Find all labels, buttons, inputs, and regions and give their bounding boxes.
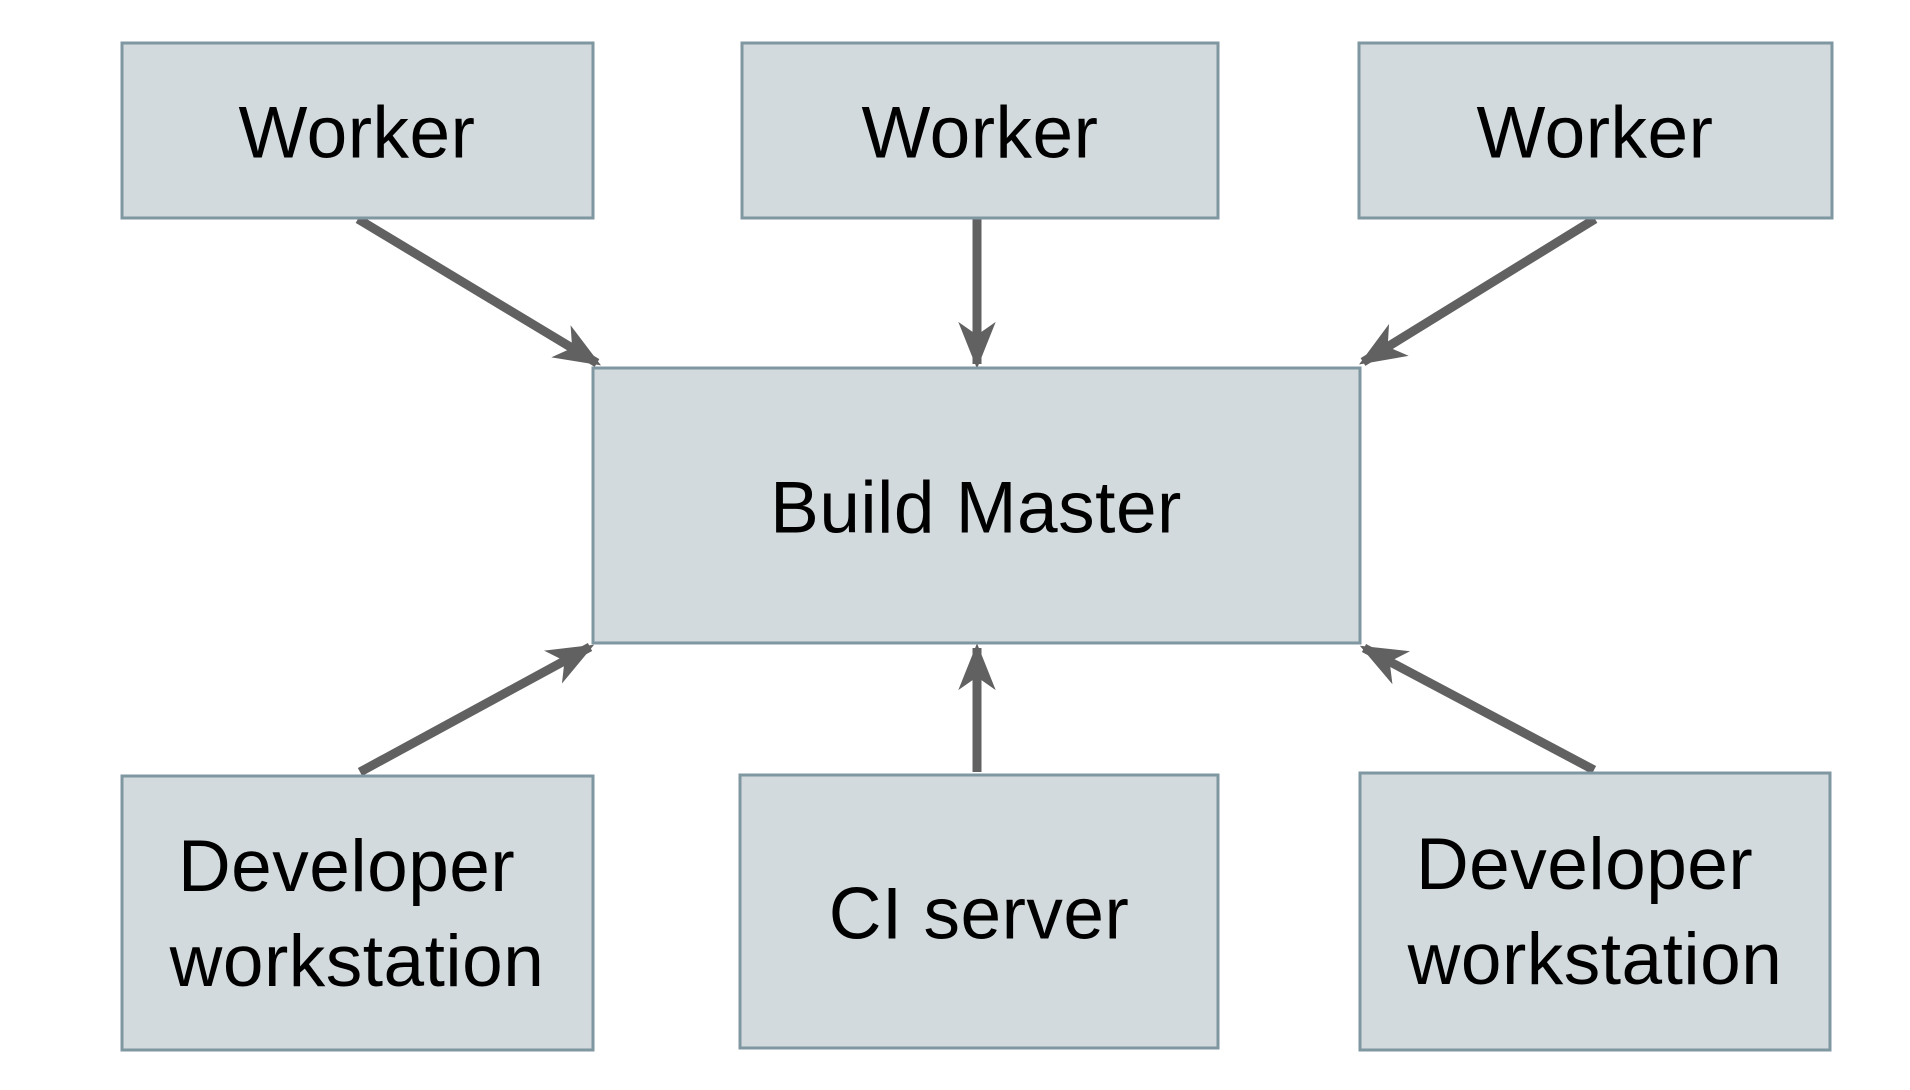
node-developer-workstation-left: Developer workstation <box>120 774 595 1052</box>
node-developer-workstation-right: Developer workstation <box>1358 771 1832 1052</box>
node-developer-workstation-right-box <box>1358 771 1832 1052</box>
node-worker-3-box <box>1357 41 1834 220</box>
node-worker-3-label: Worker <box>1477 93 1714 174</box>
node-developer-workstation-right-label: Developer workstation <box>1407 824 1783 1000</box>
node-worker-1-label: Worker <box>239 93 476 174</box>
label-line-1: Developer <box>178 826 515 907</box>
node-ci-server-box <box>738 773 1220 1050</box>
node-worker-2: Worker <box>740 41 1220 220</box>
node-worker-1-box <box>120 41 595 220</box>
node-ci-server-label: CI server <box>829 874 1130 955</box>
node-build-master-box <box>591 366 1362 645</box>
node-worker-2-label: Worker <box>862 93 1099 174</box>
label-line-2: workstation <box>1407 919 1783 1000</box>
node-build-master: Build Master <box>591 366 1362 645</box>
node-developer-workstation-left-label: Developer workstation <box>169 826 545 1002</box>
edge-developer-workstation-left-to-build-master <box>357 643 595 776</box>
node-ci-server: CI server <box>738 773 1220 1050</box>
node-worker-3: Worker <box>1357 41 1834 220</box>
node-worker-2-box <box>740 41 1220 220</box>
edge-developer-workstation-right-to-build-master <box>1359 644 1597 774</box>
label-line-2: workstation <box>169 921 545 1002</box>
node-developer-workstation-left-box <box>120 774 595 1052</box>
node-worker-1: Worker <box>120 41 595 220</box>
node-build-master-label: Build Master <box>770 468 1182 549</box>
edge-worker-3-to-build-master <box>1359 215 1598 366</box>
label-line-1: Developer <box>1416 824 1753 905</box>
edge-worker-1-to-build-master <box>355 215 602 367</box>
